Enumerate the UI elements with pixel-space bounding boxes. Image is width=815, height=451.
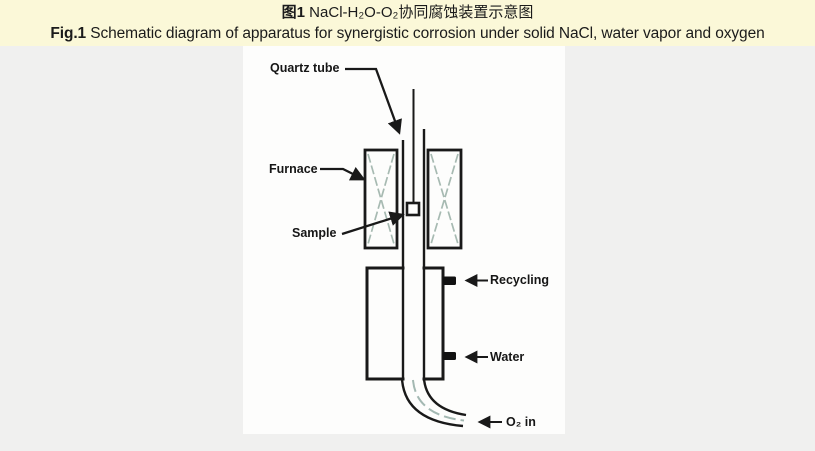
caption-english-text: Schematic diagram of apparatus for syner…	[86, 25, 765, 42]
tube-channel	[404, 265, 423, 383]
apparatus-schematic	[320, 67, 502, 429]
recycling-nozzle	[443, 276, 456, 285]
label-furnace: Furnace	[269, 162, 318, 176]
label-o2-in: O₂ in	[506, 415, 536, 429]
furnace-pointer-arrow	[320, 166, 366, 181]
caption-english: Fig.1 Schematic diagram of apparatus for…	[0, 23, 815, 44]
furnace-right-coil-x	[430, 153, 459, 245]
quartz-tube-pointer-arrow	[345, 67, 402, 135]
caption-chinese-text: NaCl-H₂O-O₂协同腐蚀装置示意图	[305, 4, 534, 21]
caption-chinese: 图1 NaCl-H₂O-O₂协同腐蚀装置示意图	[0, 0, 815, 23]
caption-english-figure-number: Fig.1	[50, 25, 87, 42]
furnace-right-coil-x2	[430, 153, 459, 245]
sample-holder	[405, 201, 421, 217]
label-recycling: Recycling	[490, 273, 550, 287]
sample-pointer-arrow	[341, 211, 405, 236]
water-nozzle	[443, 352, 456, 360]
label-sample: Sample	[292, 226, 337, 240]
o2-tube-inner-shading	[412, 379, 465, 422]
o2-inlet-tube	[400, 378, 467, 428]
furnace-left-block	[363, 148, 399, 250]
caption-chinese-figure-number: 图1	[281, 4, 306, 21]
furnace-right-block	[426, 148, 463, 250]
figure-caption: 图1 NaCl-H₂O-O₂协同腐蚀装置示意图 Fig.1 Schematic …	[0, 0, 815, 46]
label-water: Water	[490, 350, 525, 364]
diagram-panel: Quartz tube Furnace Sample Recycling Wat…	[243, 46, 565, 434]
furnace-left-coil-x	[367, 153, 395, 245]
label-quartz-tube: Quartz tube	[270, 61, 340, 75]
furnace-left-coil-x2	[367, 153, 395, 245]
